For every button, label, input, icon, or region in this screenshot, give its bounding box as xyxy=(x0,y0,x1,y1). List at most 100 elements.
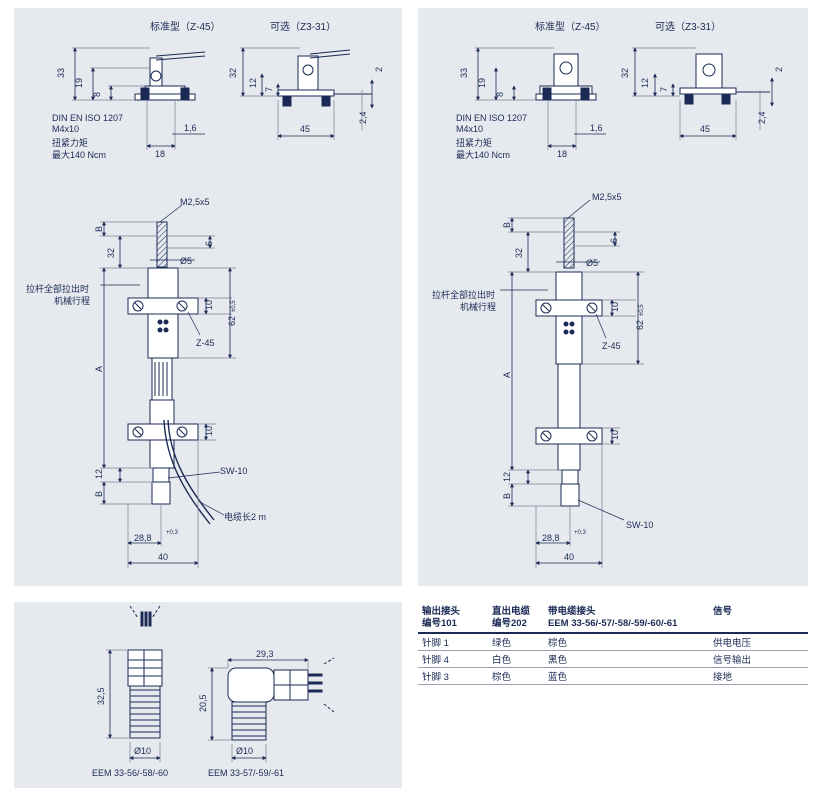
left-dim-A: A xyxy=(94,366,104,372)
right-label-stroke-2: 机械行程 xyxy=(460,301,496,312)
left-dim-10a: 10 xyxy=(204,300,214,310)
straight-conn-caption: EEM 33-56/-58/-60 xyxy=(92,768,168,778)
left-opt-dim-12: 12 xyxy=(248,78,258,88)
connector-drawings: 32,5 Ø10 EEM 33-56/-58/-60 29,3 2 xyxy=(92,605,335,778)
header-output-connector: 输出接头编号101 xyxy=(418,606,492,630)
left-opt-dim-45: 45 xyxy=(300,124,310,134)
right-opt-dim-7: 7 xyxy=(659,87,669,92)
angled-conn-caption: EEM 33-57/-59/-61 xyxy=(208,768,284,778)
left-std-note-1: DIN EN ISO 1207 xyxy=(52,113,123,123)
right-std-dim-19: 19 xyxy=(477,78,487,88)
left-dim-12: 12 xyxy=(94,469,104,479)
right-std-note-3: 扭紧力矩 xyxy=(456,137,492,148)
left-label-stroke-2: 机械行程 xyxy=(54,295,90,306)
left-std-dim-1-6: 1,6 xyxy=(184,123,197,133)
left-opt-dim-7: 7 xyxy=(264,87,274,92)
header-direct-cable: 直出电缆编号202 xyxy=(492,606,548,630)
right-title-optional: 可选（Z3-31） xyxy=(655,20,721,33)
right-dim-6: 6 xyxy=(609,238,619,243)
right-sensor-assembly xyxy=(500,199,644,568)
left-std-note-2: M4x10 xyxy=(52,124,79,134)
straight-conn-dim-phi10: Ø10 xyxy=(134,746,151,756)
header-cell-text: EEM 33-56/-57/-58/-59/-60/-61 xyxy=(548,618,678,629)
right-dim-10b: 10 xyxy=(610,430,620,440)
right-opt-dim-45: 45 xyxy=(700,124,710,134)
right-label-sw10: SW-10 xyxy=(626,520,653,530)
left-std-note-3: 扭紧力矩 xyxy=(52,137,88,148)
left-dim-62-tol: ±0,5 xyxy=(231,300,237,312)
right-dim-B-bot: B xyxy=(502,493,512,499)
right-dim-10a: 10 xyxy=(610,302,620,312)
angled-conn-dim-phi10: Ø10 xyxy=(236,746,253,756)
left-dim-10b: 10 xyxy=(204,426,214,436)
left-panel-drawing: 标准型（Z-45） 可选（Z3-31） 33 19 8 1,6 xyxy=(26,20,384,568)
left-label-m25: M2,5x5 xyxy=(180,197,210,207)
table-cell: 针脚 4 xyxy=(422,655,449,666)
header-cell-text: 带电缆接头 xyxy=(548,606,596,617)
right-dim-32: 32 xyxy=(514,248,524,258)
right-opt-dim-2: 2 xyxy=(774,67,784,72)
left-opt-dim-2-4: 2,4 xyxy=(358,111,368,124)
left-dim-B-top: B xyxy=(94,226,104,232)
right-opt-dim-32: 32 xyxy=(620,68,630,78)
header-cell-text: 输出接头 xyxy=(422,606,461,617)
table-cell: 棕色 xyxy=(548,638,568,649)
left-std-note-4: 最大140 Ncm xyxy=(52,149,106,160)
left-std-dim-8: 8 xyxy=(92,92,102,97)
angled-conn-dim-29-3: 29,3 xyxy=(256,649,274,659)
left-drawing-panel xyxy=(14,8,402,586)
right-standard-clamp xyxy=(475,47,606,150)
left-std-dim-19: 19 xyxy=(74,78,84,88)
right-std-dim-18: 18 xyxy=(557,149,567,159)
right-dim-phi5: Ø5 xyxy=(586,258,598,268)
table-row: 针脚 4 白色 黑色 信号输出 xyxy=(418,651,808,668)
table-cell: 黑色 xyxy=(548,655,568,666)
table-cell: 棕色 xyxy=(492,672,512,683)
table-cell: 针脚 1 xyxy=(422,638,449,649)
table-cell: 接地 xyxy=(713,672,733,683)
left-dim-B-bot: B xyxy=(94,491,104,497)
right-title-standard: 标准型（Z-45） xyxy=(535,20,606,33)
header-cell-text: 编号101 xyxy=(422,618,457,629)
table-cell: 信号输出 xyxy=(713,655,752,666)
table-cell: 白色 xyxy=(492,655,512,666)
right-drawing-panel xyxy=(418,8,808,586)
right-label-stroke-1: 拉杆全部拉出时 xyxy=(432,289,495,300)
table-cell: 绿色 xyxy=(492,638,512,649)
left-title-optional: 可选（Z3-31） xyxy=(270,20,336,33)
right-dim-62-tol: ±0,5 xyxy=(639,304,645,316)
header-cell-text: 直出电缆 xyxy=(492,606,531,617)
left-dim-32: 32 xyxy=(106,248,116,258)
right-std-note-2: M4x10 xyxy=(456,124,483,134)
right-std-dim-33: 33 xyxy=(459,68,469,78)
left-opt-dim-32: 32 xyxy=(228,68,238,78)
left-standard-clamp xyxy=(72,47,206,150)
left-sensor-assembly xyxy=(100,204,236,568)
left-dim-6: 6 xyxy=(204,241,214,246)
right-label-m25: M2,5x5 xyxy=(592,192,622,202)
right-dim-12: 12 xyxy=(502,472,512,482)
table-row: 针脚 3 棕色 蓝色 接地 xyxy=(418,668,808,685)
right-dim-B-top: B xyxy=(502,222,512,228)
left-label-z45: Z-45 xyxy=(196,338,215,348)
left-std-dim-33: 33 xyxy=(56,68,66,78)
left-label-stroke-1: 拉杆全部拉出时 xyxy=(26,283,89,294)
right-dim-40: 40 xyxy=(564,552,574,562)
right-std-dim-1-6: 1,6 xyxy=(590,123,603,133)
left-dim-40: 40 xyxy=(158,552,168,562)
table-cell: 供电电压 xyxy=(713,638,752,649)
header-signal: 信号 xyxy=(713,606,808,630)
left-dim-28-8: 28,8 xyxy=(134,533,152,543)
right-dim-62: 62 xyxy=(635,320,645,330)
header-cell-text: 信号 xyxy=(713,606,733,617)
right-panel-drawing: 标准型（Z-45） 可选（Z3-31） 33 19 8 1,6 18 DIN E… xyxy=(432,20,784,568)
right-std-note-4: 最大140 Ncm xyxy=(456,149,510,160)
left-optional-clamp xyxy=(240,47,374,140)
table-cell: 针脚 3 xyxy=(422,672,449,683)
right-opt-dim-2-4: 2,4 xyxy=(757,111,767,124)
right-std-note-1: DIN EN ISO 1207 xyxy=(456,113,527,123)
